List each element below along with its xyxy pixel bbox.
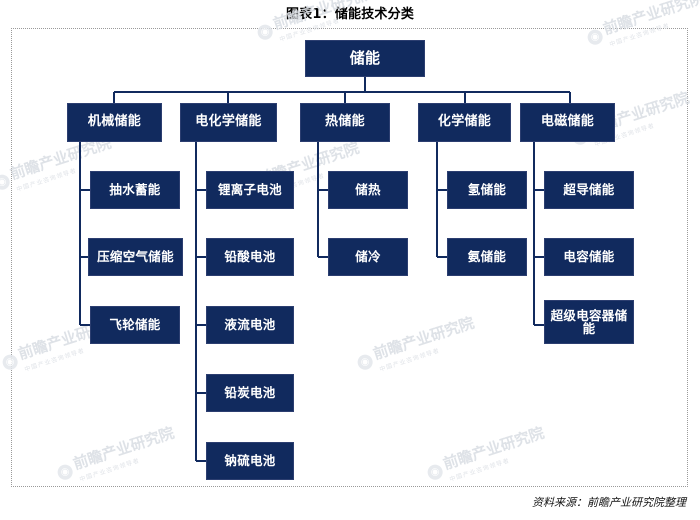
node-ammonia[interactable]: 氨储能: [447, 238, 527, 276]
node-thermal[interactable]: 热储能: [300, 103, 390, 142]
node-superconducting[interactable]: 超导储能: [544, 171, 634, 209]
node-flow-battery[interactable]: 液流电池: [206, 306, 294, 344]
node-lithium-ion[interactable]: 锂离子电池: [206, 171, 294, 209]
node-electrochemical[interactable]: 电化学储能: [180, 103, 277, 142]
node-compressed-air[interactable]: 压缩空气储能: [88, 238, 183, 276]
node-capacitor[interactable]: 电容储能: [544, 238, 634, 276]
source-note: 资料来源：前瞻产业研究院整理: [532, 496, 686, 509]
diagram-frame: [11, 28, 688, 487]
node-lead-carbon[interactable]: 铅炭电池: [206, 374, 294, 412]
node-flywheel[interactable]: 飞轮储能: [90, 306, 180, 344]
node-heat-storage[interactable]: 储热: [328, 171, 408, 209]
page-title: 图表1：储能技术分类: [285, 7, 415, 22]
node-supercapacitor[interactable]: 超级电容器储能: [544, 300, 634, 344]
node-chemical[interactable]: 化学储能: [418, 103, 511, 142]
node-cold-storage[interactable]: 储冷: [328, 238, 408, 276]
node-sodium-sulfur[interactable]: 钠硫电池: [206, 442, 294, 480]
node-pumped-hydro[interactable]: 抽水蓄能: [90, 171, 180, 209]
node-electromagnetic[interactable]: 电磁储能: [520, 103, 615, 142]
node-lead-acid[interactable]: 铅酸电池: [206, 238, 294, 276]
node-root[interactable]: 储能: [305, 40, 425, 77]
node-hydrogen[interactable]: 氢储能: [447, 171, 527, 209]
node-mechanical[interactable]: 机械储能: [67, 103, 162, 142]
